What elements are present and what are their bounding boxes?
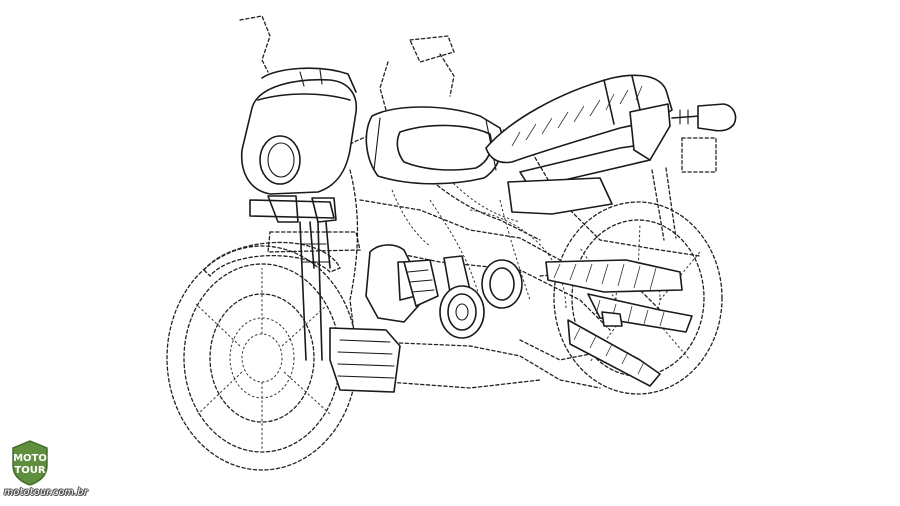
engine-covers <box>329 244 523 393</box>
shield-badge-icon: MOTO TOUR <box>12 440 48 486</box>
frame-and-engine-dashed <box>267 123 701 389</box>
front-wheel <box>166 245 358 471</box>
rear-shock <box>651 167 677 241</box>
exhaust-swingarm <box>545 259 693 387</box>
front-forks <box>299 221 331 361</box>
side-panel <box>507 177 613 215</box>
front-fender <box>203 241 341 277</box>
watermark-badge-line1: MOTO <box>13 453 47 464</box>
watermark-url: mototour.com.br <box>4 487 88 498</box>
seat <box>485 74 673 189</box>
mototour-watermark: MOTO TOUR mototour.com.br <box>4 440 100 502</box>
fuel-tank <box>365 106 504 185</box>
watermark-badge-line2: TOUR <box>14 465 45 476</box>
tail-light <box>671 103 737 173</box>
headlight-fairing <box>240 67 358 223</box>
